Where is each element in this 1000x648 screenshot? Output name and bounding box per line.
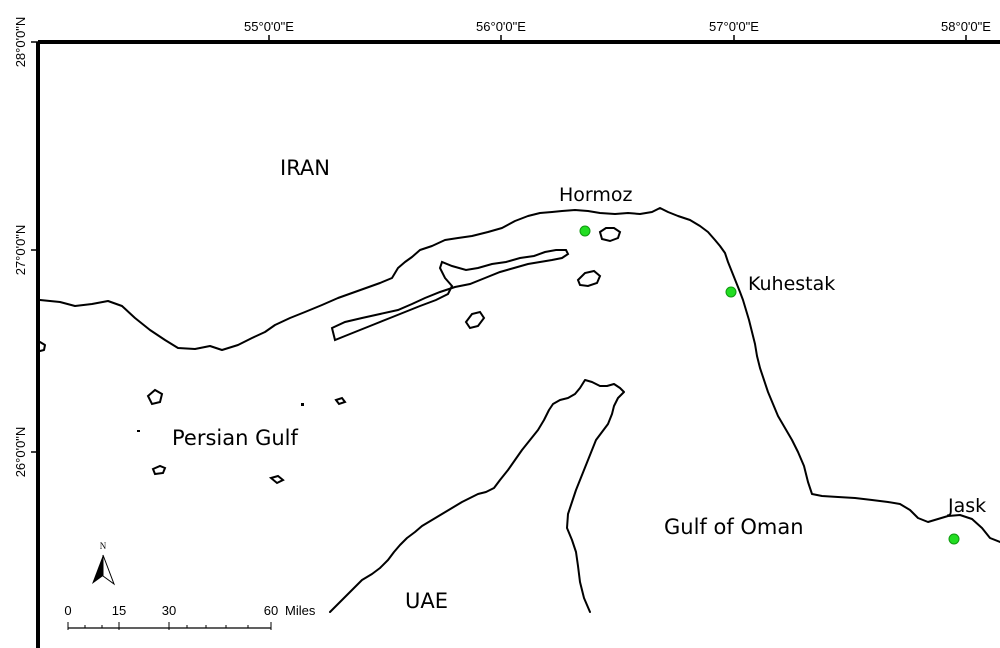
station-label-hormoz: Hormoz bbox=[559, 184, 633, 206]
hengam-island bbox=[464, 310, 486, 330]
region-label-persian-gulf: Persian Gulf bbox=[172, 426, 299, 450]
longitude-label-55e: 55°0'0"E bbox=[244, 19, 294, 34]
graticule-ticks bbox=[31, 35, 967, 453]
scale-bar: 0 15 30 60 Miles bbox=[64, 603, 316, 630]
station-label-kuhestak: Kuhestak bbox=[748, 273, 835, 295]
tunb-island bbox=[146, 388, 164, 406]
scale-tick-15: 15 bbox=[112, 603, 126, 618]
west-edge-islet bbox=[39, 341, 46, 352]
scale-unit: Miles bbox=[285, 603, 316, 618]
small-islet-west bbox=[137, 430, 140, 432]
qeshm-island bbox=[330, 249, 570, 342]
uae-coastline bbox=[329, 379, 625, 613]
station-label-jask: Jask bbox=[947, 495, 986, 517]
scale-tick-60: 60 bbox=[264, 603, 278, 618]
abu-musa-island bbox=[268, 474, 285, 485]
station-marker-jask[interactable] bbox=[948, 533, 960, 545]
north-arrow-icon: N bbox=[92, 541, 116, 586]
hormoz-island bbox=[598, 227, 622, 243]
region-label-gulf-of-oman: Gulf of Oman bbox=[664, 515, 804, 539]
scale-tick-30: 30 bbox=[162, 603, 176, 618]
region-label-uae: UAE bbox=[405, 589, 448, 613]
iran-coastline bbox=[39, 207, 1000, 543]
latitude-label-27n: 27°0'0"N bbox=[13, 225, 28, 276]
north-arrow-label: N bbox=[100, 541, 107, 551]
small-islet bbox=[301, 403, 304, 406]
farur-island bbox=[151, 464, 167, 476]
station-marker-kuhestak[interactable] bbox=[725, 286, 737, 298]
longitude-label-58e: 58°0'0"E bbox=[941, 19, 991, 34]
longitude-label-57e: 57°0'0"E bbox=[709, 19, 759, 34]
scale-tick-0: 0 bbox=[64, 603, 71, 618]
longitude-label-56e: 56°0'0"E bbox=[476, 19, 526, 34]
latitude-label-26n: 26°0'0"N bbox=[13, 427, 28, 478]
larak-island bbox=[576, 269, 602, 288]
map-frame bbox=[36, 40, 1000, 648]
latitude-label-28n: 28°0'0"N bbox=[13, 17, 28, 68]
station-marker-hormoz[interactable] bbox=[579, 225, 591, 237]
sirri-island bbox=[334, 396, 347, 406]
region-label-iran: IRAN bbox=[280, 156, 330, 180]
